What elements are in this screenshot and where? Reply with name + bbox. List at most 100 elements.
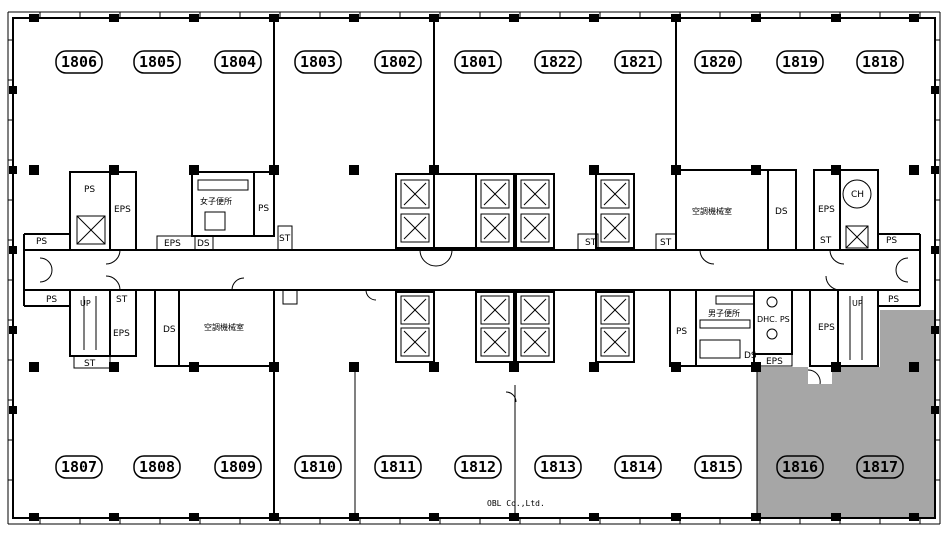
room-number-1817[interactable]: 1817 — [862, 458, 898, 476]
room-badge-1821[interactable] — [614, 50, 662, 74]
room-number-1819[interactable]: 1819 — [782, 53, 818, 71]
room-number-1822[interactable]: 1822 — [540, 53, 576, 71]
elevator-car — [520, 327, 550, 357]
room-badge-1811[interactable] — [374, 455, 422, 479]
womens-restroom-block — [191, 171, 293, 251]
elevator-car — [600, 179, 630, 209]
elevator-car — [400, 295, 430, 325]
elevator-car — [480, 327, 510, 357]
room-number-1812[interactable]: 1812 — [460, 458, 496, 476]
label-ps-1: PS — [84, 185, 95, 195]
column — [909, 362, 919, 372]
elevator-car — [520, 213, 550, 243]
room-badge-1817[interactable] — [856, 455, 904, 479]
room-number-1813[interactable]: 1813 — [540, 458, 576, 476]
column — [671, 14, 681, 22]
room-number-1801[interactable]: 1801 — [460, 53, 496, 71]
column — [29, 513, 39, 521]
room-badge-1805[interactable] — [133, 50, 181, 74]
room-number-1809[interactable]: 1809 — [220, 458, 256, 476]
room-badge-1806[interactable] — [55, 50, 103, 74]
room-number-1807[interactable]: 1807 — [61, 458, 97, 476]
room-badge-1810[interactable] — [294, 455, 342, 479]
hvac-room-lower — [154, 289, 298, 367]
room-badge-1816[interactable] — [776, 455, 824, 479]
column — [429, 362, 439, 372]
room-number-1818[interactable]: 1818 — [862, 53, 898, 71]
column — [189, 513, 199, 521]
room-number-1803[interactable]: 1803 — [300, 53, 336, 71]
room-number-1806[interactable]: 1806 — [61, 53, 97, 71]
room-number-1814[interactable]: 1814 — [620, 458, 656, 476]
column — [349, 362, 359, 372]
column — [109, 362, 119, 372]
elevator-shaft — [515, 291, 555, 363]
label-ps-5: PS — [46, 295, 57, 305]
core-lower-right — [809, 289, 921, 367]
room-badge-1820[interactable] — [694, 50, 742, 74]
room-badge-1812[interactable] — [454, 455, 502, 479]
room-badge-1819[interactable] — [776, 50, 824, 74]
elevator-shaft — [395, 291, 435, 363]
elevator-car — [520, 179, 550, 209]
room-badge-1815[interactable] — [694, 455, 742, 479]
column — [29, 362, 39, 372]
room-number-1802[interactable]: 1802 — [380, 53, 416, 71]
elevator-bank-lower — [395, 291, 635, 363]
room-badge-1808[interactable] — [133, 455, 181, 479]
room-badge-1807[interactable] — [55, 455, 103, 479]
room-number-1816[interactable]: 1816 — [782, 458, 818, 476]
label-womens-restroom: 女子便所 — [200, 196, 232, 206]
column — [509, 362, 519, 372]
room-number-1820[interactable]: 1820 — [700, 53, 736, 71]
label-eps-2: EPS — [164, 239, 181, 249]
column — [9, 166, 17, 174]
room-number-1805[interactable]: 1805 — [139, 53, 175, 71]
elevator-car — [600, 295, 630, 325]
room-badge-1803[interactable] — [294, 50, 342, 74]
column — [9, 326, 17, 334]
elevator-car — [480, 179, 510, 209]
room-number-1810[interactable]: 1810 — [300, 458, 336, 476]
column — [429, 165, 439, 175]
room-badge-1822[interactable] — [534, 50, 582, 74]
hvac-room-upper — [577, 169, 797, 251]
mens-restroom-block — [669, 289, 793, 367]
column — [9, 406, 17, 414]
elevator-car — [600, 213, 630, 243]
room-badge-1801[interactable] — [454, 50, 502, 74]
column — [29, 165, 39, 175]
column — [269, 165, 279, 175]
label-st-3: ST — [660, 238, 672, 248]
highlighted-units-area[interactable] — [757, 310, 934, 518]
room-badge-1802[interactable] — [374, 50, 422, 74]
elevator-shaft — [475, 291, 515, 363]
room-badge-1818[interactable] — [856, 50, 904, 74]
label-up-2: UP — [852, 299, 863, 308]
room-number-1821[interactable]: 1821 — [620, 53, 656, 71]
column — [349, 165, 359, 175]
elevator-shaft — [595, 291, 635, 363]
column — [109, 165, 119, 175]
room-badge-1814[interactable] — [614, 455, 662, 479]
label-ps-6: PS — [676, 327, 687, 337]
room-badge-1804[interactable] — [214, 50, 262, 74]
label-ps-2: PS — [36, 237, 47, 247]
room-number-1815[interactable]: 1815 — [700, 458, 736, 476]
column — [269, 362, 279, 372]
column — [9, 86, 17, 94]
column — [189, 165, 199, 175]
column — [831, 362, 841, 372]
room-number-1804[interactable]: 1804 — [220, 53, 256, 71]
column — [589, 362, 599, 372]
column — [589, 165, 599, 175]
label-ps-4: PS — [886, 236, 897, 246]
room-number-1808[interactable]: 1808 — [139, 458, 175, 476]
room-badge-1813[interactable] — [534, 455, 582, 479]
room-badge-1809[interactable] — [214, 455, 262, 479]
label-ps-7: PS — [888, 295, 899, 305]
elevator-car — [400, 179, 430, 209]
column — [671, 165, 681, 175]
room-number-1811[interactable]: 1811 — [380, 458, 416, 476]
column — [751, 14, 761, 22]
